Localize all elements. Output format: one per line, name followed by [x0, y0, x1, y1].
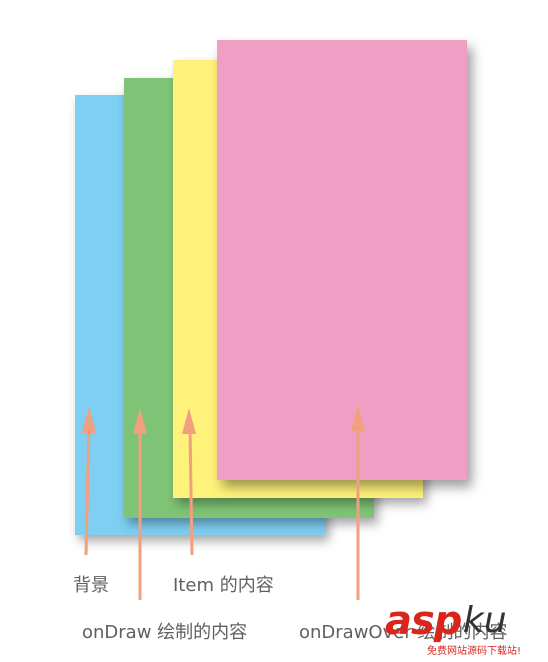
site-watermark: asp ku 免费网站源码下载站! — [385, 598, 545, 660]
watermark-brand-tail: ku — [463, 600, 507, 641]
item-content-label: Item 的内容 — [173, 575, 274, 596]
ondraw-arrow-head — [133, 408, 147, 434]
item-arrow-head — [182, 408, 196, 434]
ondrawover-arrow-head — [351, 405, 365, 431]
background-label: 背景 — [73, 575, 109, 596]
background-arrow-shaft — [84, 424, 91, 556]
ondrawover-content-label: onDrawOver 绘制的内容 — [299, 622, 508, 643]
ondrawover-content-card — [217, 40, 467, 480]
item-arrow-shaft — [188, 427, 194, 556]
watermark-brand-main: asp — [385, 598, 462, 644]
ondraw-content-label: onDraw 绘制的内容 — [82, 622, 248, 643]
watermark-tagline: 免费网站源码下载站! — [425, 642, 524, 657]
background-arrow-head — [82, 407, 96, 433]
